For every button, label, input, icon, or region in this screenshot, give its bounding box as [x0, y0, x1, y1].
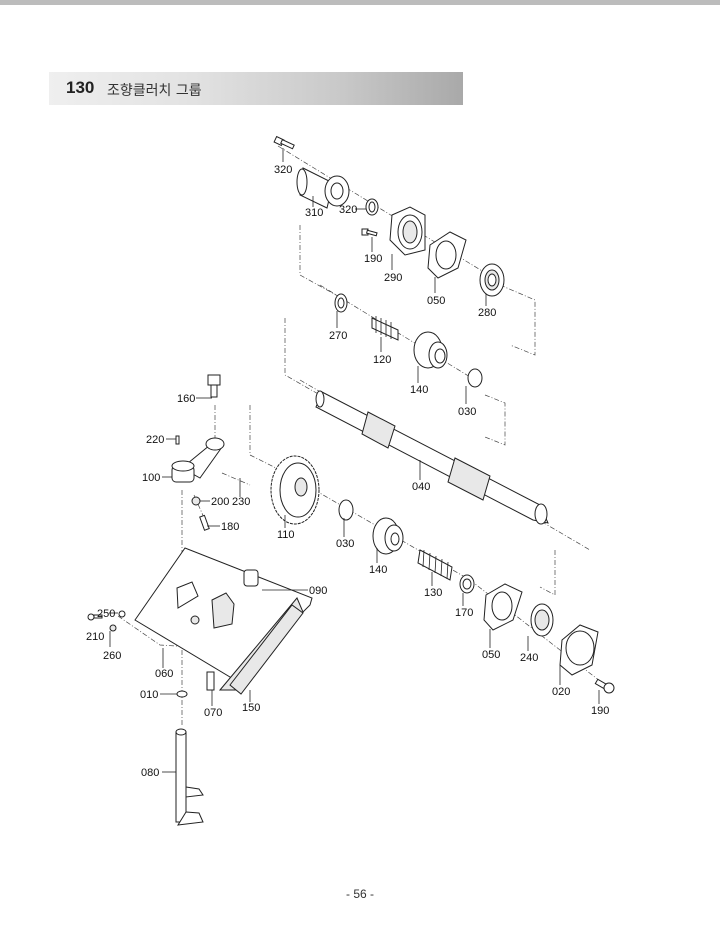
- shaft-040: [315, 390, 549, 525]
- callout-160: 160: [177, 393, 195, 405]
- top-rule: [0, 0, 720, 5]
- callout-150: 150: [242, 702, 260, 714]
- callout-070: 070: [204, 707, 222, 719]
- washer-270: [334, 293, 348, 313]
- callout-200: 200: [211, 496, 229, 508]
- callout-050: 050: [427, 295, 445, 307]
- gear-110: [270, 455, 320, 525]
- callout-220: 220: [146, 434, 164, 446]
- callout-100: 100: [142, 472, 160, 484]
- group-number: 130: [66, 78, 95, 97]
- callout-120: 120: [373, 354, 391, 366]
- callout-090: 090: [309, 585, 327, 597]
- callout-020: 020: [552, 686, 570, 698]
- pin-070: [206, 671, 215, 691]
- shaft-080: [175, 728, 204, 826]
- callout-280: 280: [478, 307, 496, 319]
- snap-ring-030-mid: [338, 499, 354, 521]
- callout-labels: 320 310 320 190 290 050 280 270 120 140 …: [86, 164, 609, 779]
- bolt-320: [273, 135, 295, 150]
- gasket-150: [218, 597, 304, 695]
- washer-260: [109, 624, 117, 632]
- bolt-250: [118, 610, 126, 618]
- callout-210: 210: [86, 631, 104, 643]
- bolt-180: [199, 514, 210, 531]
- callout-230: 230: [232, 496, 250, 508]
- gasket-050-bottom: [483, 583, 523, 631]
- sleeve-310: [296, 167, 350, 209]
- arm-100: [171, 437, 225, 483]
- spring-120: [371, 316, 399, 341]
- callout-320-seal: 320: [339, 204, 357, 216]
- callout-320: 320: [274, 164, 292, 176]
- pin-220: [175, 435, 180, 445]
- callout-290: 290: [384, 272, 402, 284]
- callout-030-mid: 030: [336, 538, 354, 550]
- callout-010: 010: [140, 689, 158, 701]
- seal-320: [365, 198, 379, 216]
- callout-180: 180: [221, 521, 239, 533]
- washer-170: [459, 574, 475, 594]
- callout-310: 310: [305, 207, 323, 219]
- bearing-280: [479, 263, 505, 297]
- callout-030: 030: [458, 406, 476, 418]
- gasket-050-top: [427, 231, 467, 279]
- callout-250: 250: [97, 608, 115, 620]
- callout-080: 080: [141, 767, 159, 779]
- o-ring-010: [176, 690, 188, 698]
- lever-160: [207, 374, 221, 398]
- callout-050-bottom: 050: [482, 649, 500, 661]
- nut-200: [191, 496, 201, 506]
- group-title: 조향클러치 그룹: [107, 83, 202, 99]
- cover-020: [559, 624, 599, 676]
- bolt-190-top: [361, 228, 378, 237]
- callout-140: 140: [410, 384, 428, 396]
- bolt-210: [87, 613, 103, 621]
- section-header: 130 조향클러치 그룹: [49, 72, 463, 105]
- callout-060: 060: [155, 668, 173, 680]
- callout-190-bottom: 190: [591, 705, 609, 717]
- gear-140-top: [413, 331, 448, 369]
- page-number: - 56 -: [345, 887, 374, 901]
- gear-140-mid: [372, 517, 404, 555]
- callout-240: 240: [520, 652, 538, 664]
- callout-260: 260: [103, 650, 121, 662]
- callout-140-mid: 140: [369, 564, 387, 576]
- callout-130: 130: [424, 587, 442, 599]
- leader-lines: [109, 148, 600, 773]
- spring-130: [417, 549, 453, 581]
- callout-110: 110: [277, 529, 295, 541]
- callout-170: 170: [455, 607, 473, 619]
- bolt-190-bottom: [594, 678, 615, 694]
- bearing-240: [530, 603, 554, 637]
- callout-040: 040: [412, 481, 430, 493]
- callout-190: 190: [364, 253, 382, 265]
- callout-270: 270: [329, 330, 347, 342]
- housing-290: [389, 206, 426, 256]
- snap-ring-030-top: [467, 368, 483, 388]
